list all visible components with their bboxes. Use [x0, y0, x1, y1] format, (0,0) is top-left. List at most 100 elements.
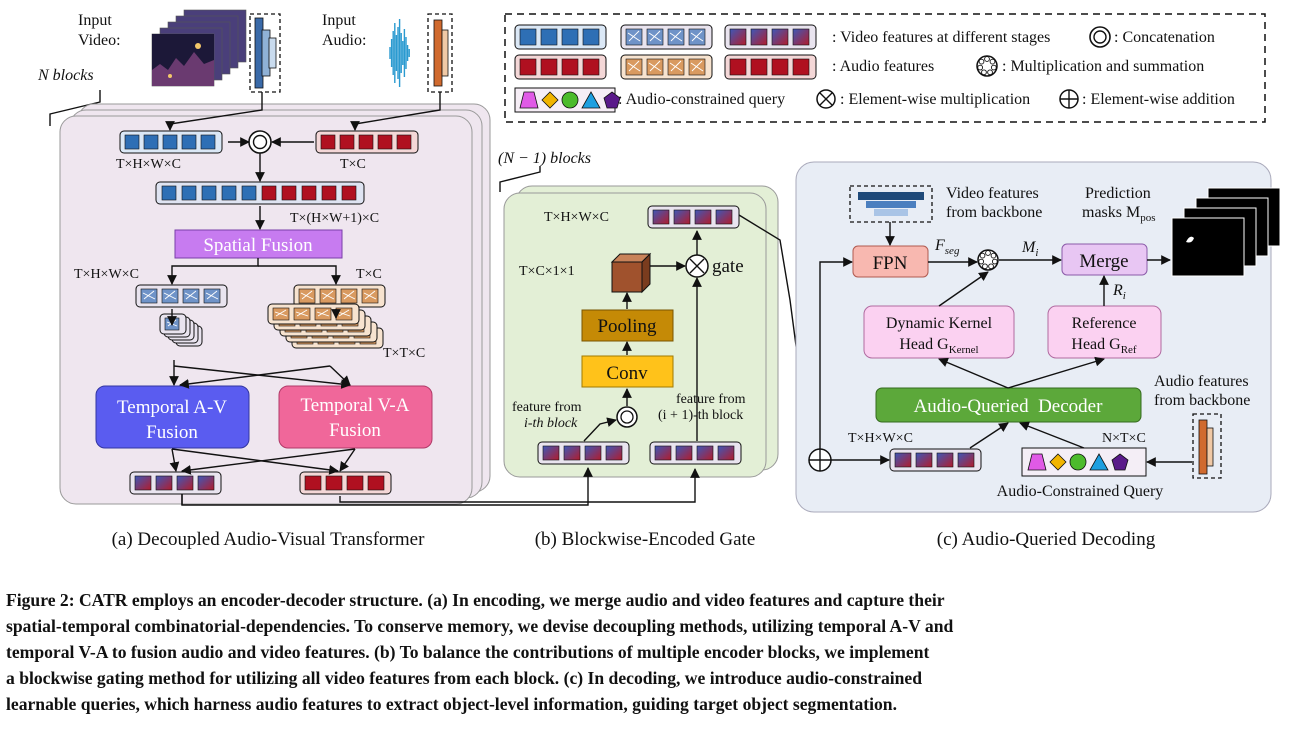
legend-audio-strip-1: [514, 54, 607, 80]
panel-a-connectors: [165, 92, 441, 475]
caption-a: (a) Decoupled Audio-Visual Transformer: [112, 529, 425, 550]
legend-multsum-label: : Multiplication and summation: [1002, 58, 1204, 75]
prediction-masks: [1171, 187, 1281, 277]
gate-mult-node: [685, 254, 709, 278]
legend-audio-strip-3: [724, 54, 817, 80]
n1-blocks-label: (N − 1) blocks: [498, 150, 591, 167]
pooling-block: [581, 309, 674, 342]
query-shapes: [1027, 453, 1129, 471]
merge-label: Merge: [1079, 251, 1128, 272]
ref-head-line2: Head GRef: [1071, 336, 1137, 356]
dim-audio-a: T×C: [340, 157, 366, 172]
legend-audio-label: : Audio features: [832, 58, 934, 75]
video-backbone-line2: from backbone: [946, 204, 1042, 221]
r-i-text: Ri: [1112, 282, 1126, 302]
caption-b: (b) Blockwise-Encoded Gate: [535, 529, 756, 550]
figure-caption-line-1: Figure 2: CATR employs an encoder-decode…: [6, 590, 945, 610]
legend-add-label: : Element-wise addition: [1082, 91, 1235, 108]
elem-mult-icon: [816, 89, 836, 109]
concat-node-b: [616, 406, 638, 428]
video-backbone-line1: Video features: [946, 185, 1039, 202]
dim-video-a: T×H×W×C: [116, 157, 181, 172]
dim-out-b: T×H×W×C: [544, 210, 609, 225]
temporal-audio-stack-0: [267, 303, 360, 325]
concat-icon: [1089, 26, 1111, 48]
audio-input-strip: [315, 130, 419, 154]
fpn-label: FPN: [873, 253, 908, 274]
output-audio-strip: [299, 471, 392, 495]
feat-i-line1: feature from: [512, 400, 582, 415]
temporal-va-label: Temporal V-A Fusion: [301, 395, 410, 441]
m-i-label: Mi: [1021, 239, 1038, 259]
figure-caption-line-4: a blockwise gating method for utilizing …: [6, 668, 922, 688]
elem-add-icon: [1059, 89, 1079, 109]
conv-label: Conv: [606, 363, 648, 384]
legend: : Video features at different stages : C…: [504, 13, 1266, 123]
legend-border: [504, 13, 1266, 123]
r-i-label: Ri: [1112, 282, 1126, 302]
m-i-text: Mi: [1021, 239, 1038, 259]
audio-backbone-line2: from backbone: [1154, 392, 1250, 409]
gate-cube: [610, 252, 652, 294]
dim-ttc: T×T×C: [383, 346, 425, 361]
input-video-line2: Video:: [78, 32, 121, 49]
feature-i-strip: [537, 441, 630, 465]
video-backbone-label: Video features from backbone: [946, 185, 1042, 221]
temporal-av-block: [95, 385, 250, 449]
legend-video-strip-2: [620, 24, 713, 50]
prediction-line1: Prediction: [1085, 185, 1151, 202]
video-frames-image: [151, 9, 247, 87]
mult-sum-node: [977, 249, 999, 271]
ref-head-line1: Reference: [1072, 315, 1137, 332]
dyn-head-line1: Dynamic Kernel: [886, 315, 993, 332]
spatial-fusion-label: Spatial Fusion: [203, 235, 313, 256]
input-video-text: Input: [78, 12, 112, 29]
legend-mult-label: : Element-wise multiplication: [840, 91, 1030, 108]
concat-node: [248, 130, 272, 154]
temporal-video-stack-0: [159, 313, 187, 335]
feat-i1-line2: (i + 1)-th block: [658, 408, 743, 423]
mult-sum-icon: [976, 55, 998, 77]
temporal-av-line1: Temporal A-V: [117, 397, 227, 418]
gated-output-strip: [647, 205, 740, 229]
feature-i1-strip: [649, 441, 742, 465]
pooling-label: Pooling: [597, 316, 657, 337]
dim-video-c: T×H×W×C: [848, 431, 913, 446]
temporal-va-block: [278, 385, 433, 449]
gate-label: gate: [712, 256, 744, 277]
figure-caption-line-5: learnable queries, which harness audio f…: [6, 694, 897, 714]
figure-caption-line-2: spatial-temporal combinatorial-dependenc…: [6, 616, 953, 636]
audio-waveform-image: [389, 19, 410, 87]
input-audio-text: Input: [322, 12, 356, 29]
figure-caption: Figure 2: CATR employs an encoder-decode…: [6, 590, 953, 714]
caption-c: (c) Audio-Queried Decoding: [937, 529, 1156, 550]
legend-video-label: : Video features at different stages: [832, 29, 1050, 46]
legend-concat-label: : Concatenation: [1114, 29, 1215, 46]
dim-video-a2: T×H×W×C: [74, 267, 139, 282]
temporal-av-label: Temporal A-V Fusion: [117, 397, 227, 443]
temporal-va-line1: Temporal V-A: [301, 395, 410, 416]
video-input-strip: [119, 130, 223, 154]
spatial-video-strip: [135, 284, 228, 308]
legend-video-strip-3: [724, 24, 817, 50]
temporal-va-line2: Fusion: [329, 420, 381, 441]
legend-query-label: : Audio-constrained query: [618, 91, 785, 108]
dim-query-c: N×T×C: [1102, 431, 1146, 446]
dim-concat: T×(H×W+1)×C: [290, 211, 379, 226]
legend-query-shapes: [519, 91, 621, 109]
legend-video-strip-1: [514, 24, 607, 50]
temporal-av-line2: Fusion: [146, 422, 198, 443]
add-node: [808, 448, 832, 472]
conv-block: [581, 355, 674, 388]
decoder-label: Audio-Queried Decoder: [914, 396, 1104, 417]
legend-audio-strip-2: [620, 54, 713, 80]
